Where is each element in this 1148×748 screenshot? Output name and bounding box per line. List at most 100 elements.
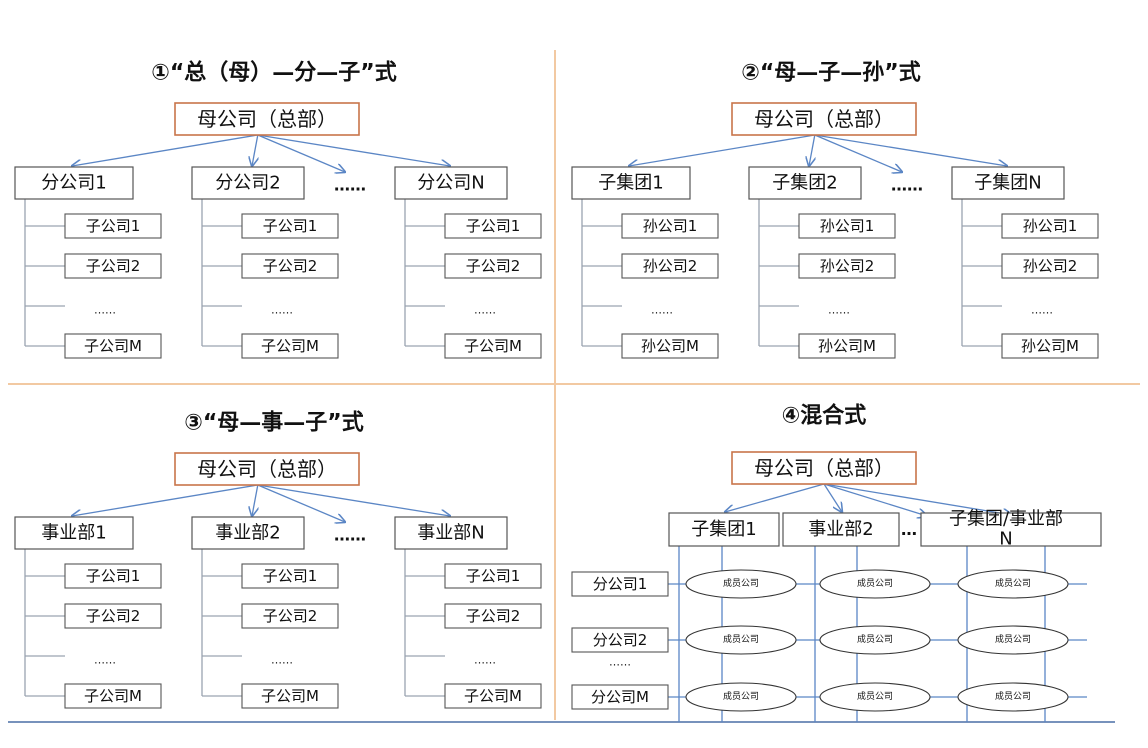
child-label: 子公司2 — [263, 607, 318, 625]
child-box — [444, 333, 542, 359]
mixed-row-box — [571, 571, 669, 597]
branch-arrow — [252, 134, 258, 166]
member-company-label: 成员公司 — [995, 577, 1031, 589]
member-company-label: 成员公司 — [857, 690, 893, 702]
child-box — [64, 253, 162, 279]
member-company-ellipse — [957, 682, 1069, 712]
member-company-ellipse — [685, 682, 797, 712]
child-label: 子公司M — [84, 337, 142, 355]
child-box — [621, 253, 719, 279]
child-box — [621, 333, 719, 359]
child-box — [444, 683, 542, 709]
child-box — [444, 213, 542, 239]
mixed-root-box — [731, 451, 917, 485]
child-ellipsis: …… — [651, 304, 673, 317]
group-label: 子集团N — [974, 173, 1041, 194]
child-ellipsis: …… — [474, 304, 496, 317]
root-box — [174, 102, 360, 136]
root-box — [731, 102, 917, 136]
member-company-label: 成员公司 — [723, 577, 759, 589]
member-company-label: 成员公司 — [995, 633, 1031, 645]
mixed-top-label: 事业部2 — [808, 519, 873, 540]
group-label: 分公司N — [417, 173, 484, 194]
child-label: 孙公司2 — [1023, 257, 1078, 275]
mixed-top-box — [920, 512, 1102, 547]
branch-arrow — [257, 134, 345, 172]
member-company-label: 成员公司 — [995, 690, 1031, 702]
child-label: 孙公司M — [818, 337, 876, 355]
child-ellipsis: …… — [474, 654, 496, 667]
node-boxes — [14, 102, 1102, 712]
child-ellipsis: …… — [94, 654, 116, 667]
group-label: 子集团1 — [598, 173, 663, 194]
child-label: 孙公司1 — [820, 217, 875, 235]
group-box — [951, 166, 1065, 200]
connector-lines — [8, 50, 1140, 723]
child-label: 子公司1 — [466, 567, 521, 585]
child-box — [241, 603, 339, 629]
child-label: 孙公司M — [1021, 337, 1079, 355]
mixed-row-label: 分公司2 — [593, 631, 648, 649]
child-box — [64, 563, 162, 589]
group-label: 事业部N — [417, 523, 484, 544]
panel-title: ②“母—子—孙”式 — [741, 61, 921, 86]
child-box — [241, 683, 339, 709]
child-box — [798, 213, 896, 239]
mixed-row-ellipsis: …… — [609, 656, 631, 669]
group-label: 子集团2 — [772, 173, 837, 194]
child-label: 孙公司2 — [820, 257, 875, 275]
mixed-top-label: 子集团/事业部 — [949, 509, 1063, 530]
group-box — [571, 166, 691, 200]
child-label: 子公司M — [84, 687, 142, 705]
member-company-ellipse — [819, 682, 931, 712]
child-box — [621, 213, 719, 239]
child-box — [1001, 333, 1099, 359]
branch-arrow — [809, 134, 815, 166]
child-box — [64, 333, 162, 359]
member-company-label: 成员公司 — [723, 633, 759, 645]
root-label: 母公司（总部） — [197, 457, 337, 481]
child-label: 子公司1 — [86, 567, 141, 585]
group-label: 分公司1 — [41, 173, 106, 194]
member-company-label: 成员公司 — [723, 690, 759, 702]
child-label: 孙公司1 — [643, 217, 698, 235]
child-label: 子公司M — [261, 337, 319, 355]
child-label: 子公司1 — [263, 217, 318, 235]
child-ellipsis: …… — [271, 654, 293, 667]
group-box — [191, 516, 305, 550]
child-label: 子公司2 — [263, 257, 318, 275]
branch-arrow — [72, 484, 258, 516]
member-company-label: 成员公司 — [857, 633, 893, 645]
child-box — [444, 603, 542, 629]
panel-title: ①“总（母）—分—子”式 — [151, 60, 397, 86]
child-box — [241, 333, 339, 359]
group-label: 事业部2 — [215, 523, 280, 544]
mixed-branch-arrow — [823, 483, 842, 512]
child-ellipsis: …… — [271, 304, 293, 317]
child-label: 孙公司1 — [1023, 217, 1078, 235]
group-label: 事业部1 — [41, 523, 106, 544]
root-label: 母公司（总部） — [754, 107, 894, 131]
child-label: 子公司M — [464, 687, 522, 705]
branch-arrow — [257, 484, 345, 522]
mixed-row-label: 分公司M — [591, 688, 649, 706]
mixed-branch-arrow — [823, 483, 927, 516]
child-ellipsis: …… — [828, 304, 850, 317]
child-box — [64, 603, 162, 629]
child-box — [444, 563, 542, 589]
group-box — [394, 166, 508, 200]
branch-arrow — [252, 484, 258, 516]
member-company-ellipse — [957, 569, 1069, 599]
child-label: 子公司2 — [466, 257, 521, 275]
child-box — [241, 213, 339, 239]
child-label: 孙公司2 — [643, 257, 698, 275]
mixed-branch-arrow — [823, 483, 1012, 515]
member-company-ellipse — [957, 625, 1069, 655]
root-label: 母公司（总部） — [197, 107, 337, 131]
child-ellipsis: …… — [1031, 304, 1053, 317]
child-box — [64, 213, 162, 239]
mixed-top-ellipsis: … — [901, 520, 917, 539]
child-label: 子公司M — [261, 687, 319, 705]
child-label: 子公司1 — [263, 567, 318, 585]
